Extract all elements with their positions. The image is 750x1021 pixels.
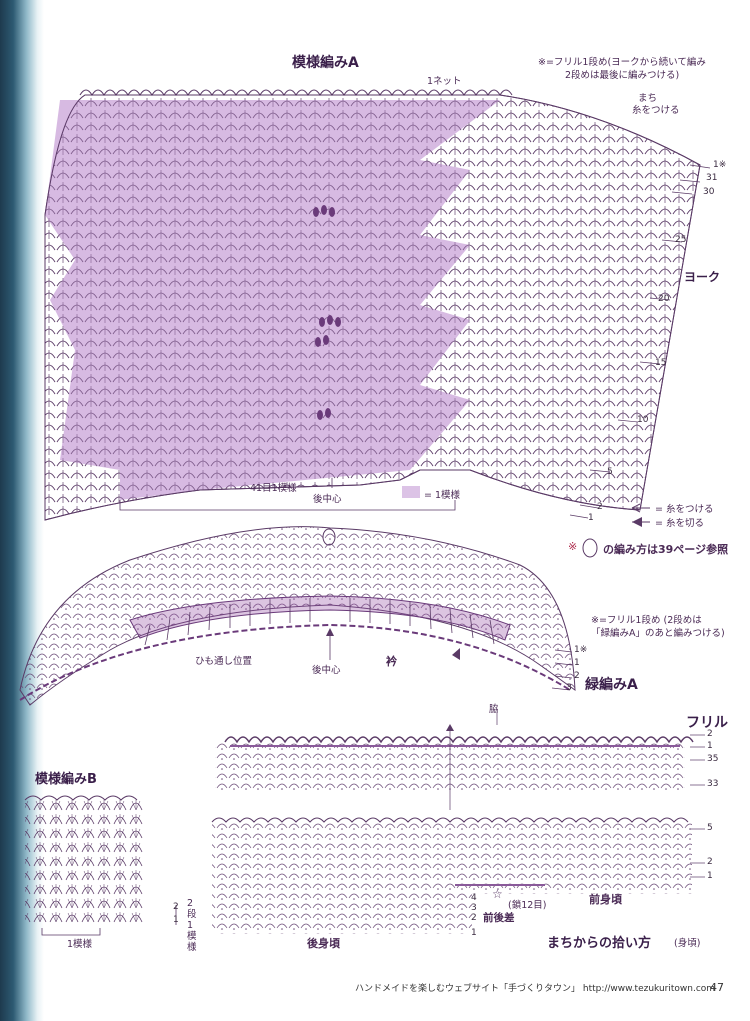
yoke-center-back: 後中心 [313, 494, 342, 505]
yoke-row-5: 5 [607, 467, 613, 477]
body-row-33: 33 [707, 779, 719, 789]
collar-row-1: 1 [574, 658, 580, 668]
frill-row-1: 1 [707, 741, 713, 751]
repeat-label: 41目1模様 [250, 483, 297, 494]
pickup-title: まちからの拾い方 [547, 936, 652, 951]
pickup-suffix: (身頃) [674, 938, 701, 949]
gusset-row-3: 3 [471, 903, 477, 913]
svg-text:☆: ☆ [492, 887, 503, 901]
body-row-35: 35 [707, 754, 719, 764]
pattern-b-row-2: 2 [173, 902, 179, 912]
stitch-reference: の編み方は39ページ参照 [603, 543, 729, 556]
yoke-row-25: 25 [675, 235, 687, 245]
front-body-label: 前身頃 [589, 893, 622, 906]
chain-note: (鎖12目) [508, 900, 547, 911]
yoke-row-1: 1 [588, 513, 594, 523]
pattern-b-chart [25, 800, 145, 925]
yoke-row-20: 20 [658, 294, 670, 304]
footer-site: ハンドメイドを楽しむウェブサイト「手づくりタウン」 http://www.tez… [355, 984, 716, 994]
net-label: 1ネット [427, 76, 462, 87]
legend-cut: = 糸を切る [655, 518, 704, 529]
machi-label: まち [638, 93, 658, 104]
machi-join-label: 糸をつける [632, 105, 680, 116]
collar-center-back: 後中心 [312, 665, 341, 676]
gusset-row-1: 1 [471, 928, 477, 938]
edging-a-title: 緑編みA [585, 677, 638, 693]
pattern-b-title: 模様編みB [35, 772, 97, 787]
frill-row-2: 2 [707, 729, 713, 739]
frill-title: フリル [686, 715, 728, 731]
reference-star-icon: ※ [568, 540, 578, 553]
collar-row-2: 2 [574, 671, 580, 681]
gusset-label: 前後差 [483, 912, 515, 924]
collar-row-1-frill: 1※ [574, 645, 588, 655]
collar-frill-note-2: 「緑編みA」のあと編みつける) [591, 628, 725, 639]
yoke-frill-note-2: 2段めは最後に編みつける) [565, 70, 680, 81]
side-seam-label: 脇 [489, 704, 499, 715]
yoke-row-30: 30 [703, 187, 715, 197]
legend-one-pattern: = 1模様 [424, 490, 461, 501]
yoke-row-1-frill: 1※ [713, 160, 727, 170]
back-body-label: 後身頃 [307, 937, 340, 950]
body-row-1: 1 [707, 871, 713, 881]
yoke-frill-note-1: ※=フリル1段め(ヨークから続いて編み [538, 57, 706, 68]
pattern-b-repeat: 1模様 [67, 939, 93, 950]
yoke-row-2: 2 [597, 502, 603, 512]
gusset-row-2: 2 [471, 913, 477, 923]
page-number: 47 [710, 981, 724, 994]
legend-join: = 糸をつける [655, 504, 714, 515]
collar-row-3: 3 [566, 683, 572, 693]
yoke-row-31: 31 [706, 173, 718, 183]
body-row-5: 5 [707, 823, 713, 833]
yoke-section-label: ヨーク [684, 270, 721, 284]
collar-frill-note-1: ※=フリル1段め (2段めは [591, 615, 702, 626]
body-row-2: 2 [707, 857, 713, 867]
pattern-b-row-1: 1 [173, 915, 179, 925]
gusset-row-4: 4 [471, 893, 477, 903]
collar-label: 衿 [386, 655, 397, 668]
cord-position-label: ひも通し位置 [195, 656, 253, 667]
yoke-row-15: 15 [655, 358, 667, 368]
yoke-row-10: 10 [637, 415, 649, 425]
pattern-b-repeat-rows: 2段1模様 [187, 898, 197, 953]
yoke-title: 模様編みA [292, 55, 359, 71]
collar-chart [19, 526, 576, 706]
